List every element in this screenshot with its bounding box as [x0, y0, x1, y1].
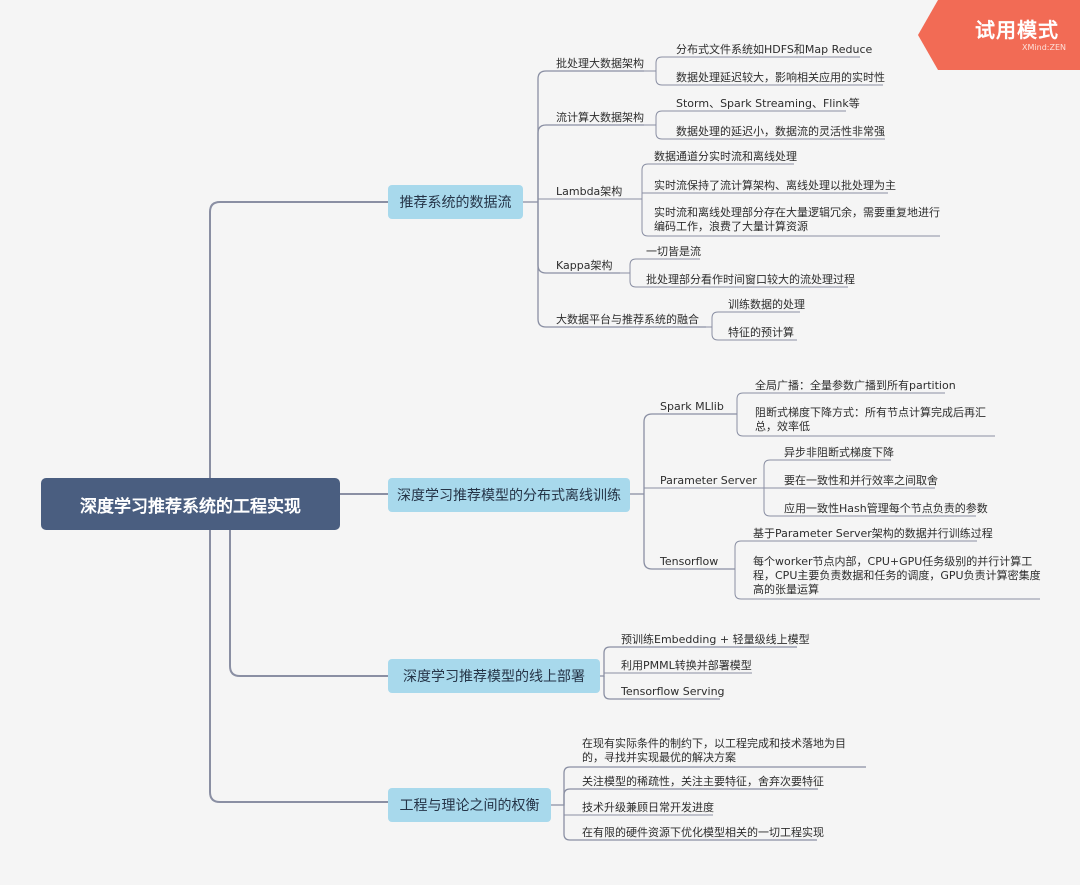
connector-leaf-async — [763, 459, 891, 488]
leaf-feature-precompute[interactable]: 特征的预计算 — [728, 326, 794, 339]
branch-online-deployment[interactable]: 深度学习推荐模型的线上部署 — [388, 659, 600, 693]
connector-leaf-hardware — [563, 805, 817, 841]
connector-sub-batch — [537, 70, 644, 202]
leaf-worker-cpu-gpu[interactable]: 每个worker节点内部，CPU+GPU任务级别的并行计算工程，CPU主要负责数… — [753, 555, 1041, 596]
connector-leaf-feature-precompute — [711, 327, 797, 341]
leaf-consistent-hash[interactable]: 应用一致性Hash管理每个节点负责的参数 — [784, 502, 988, 515]
subtopic-bigdata-fusion[interactable]: 大数据平台与推荐系统的融合 — [556, 313, 699, 326]
connector-leaf-sparsity — [563, 788, 818, 805]
connector-leaf-worker — [734, 569, 1040, 600]
leaf-model-sparsity[interactable]: 关注模型的稀疏性，关注主要特征，舍弃次要特征 — [582, 775, 824, 788]
subtopic-kappa-architecture[interactable]: Kappa架构 — [556, 259, 613, 272]
connector-leaf-hash — [763, 488, 976, 517]
leaf-consistency-tradeoff[interactable]: 要在一致性和并行效率之间取舍 — [784, 474, 938, 487]
subtopic-parameter-server[interactable]: Parameter Server — [660, 474, 757, 487]
connector-leaf-everything-stream — [620, 258, 700, 274]
connector-sub-stream — [537, 124, 644, 202]
subtopic-spark-mllib[interactable]: Spark MLlib — [660, 400, 724, 413]
leaf-everything-stream[interactable]: 一切皆是流 — [646, 245, 701, 258]
branch-data-flow[interactable]: 推荐系统的数据流 — [388, 185, 523, 219]
connector-sub-fusion — [537, 202, 706, 328]
leaf-blocking-gradient[interactable]: 阻断式梯度下降方式：所有节点计算完成后再汇总，效率低 — [755, 406, 986, 433]
leaf-tensorflow-serving[interactable]: Tensorflow Serving — [621, 685, 725, 698]
leaf-lambda-realtime[interactable]: 实时流保持了流计算架构、离线处理以批处理为主 — [654, 179, 896, 192]
branch-distributed-training[interactable]: 深度学习推荐模型的分布式离线训练 — [388, 478, 630, 512]
root-topic[interactable]: 深度学习推荐系统的工程实现 — [41, 478, 340, 530]
leaf-lambda-channels[interactable]: 数据通道分实时流和离线处理 — [654, 150, 797, 163]
leaf-async-gradient[interactable]: 异步非阻断式梯度下降 — [784, 446, 894, 459]
connector-sub-tensorflow — [643, 494, 735, 570]
subtopic-batch-architecture[interactable]: 批处理大数据架构 — [556, 57, 644, 70]
leaf-tech-upgrade[interactable]: 技术升级兼顾日常开发进度 — [582, 801, 714, 814]
connector-leaf-embedding — [600, 646, 797, 677]
leaf-kappa-window[interactable]: 批处理部分看作时间窗口较大的流处理过程 — [646, 273, 855, 286]
connector-root-tradeoff — [209, 478, 388, 803]
connector-leaf-broadcast — [736, 392, 945, 414]
connector-leaf-training-data — [706, 311, 800, 328]
leaf-pretrained-embedding[interactable]: 预训练Embedding + 轻量级线上模型 — [621, 633, 810, 646]
trial-mode-badge: 试用模式 XMind:ZEN — [918, 0, 1080, 70]
connector-leaf-blocking — [736, 414, 995, 437]
connector-leaf-hdfs — [644, 56, 860, 72]
leaf-lambda-redundancy[interactable]: 实时流和离线处理部分存在大量逻辑冗余，需要重复地进行编码工作，浪费了大量计算资源 — [654, 206, 940, 233]
branch-engineering-tradeoff[interactable]: 工程与理论之间的权衡 — [388, 788, 551, 822]
leaf-batch-latency[interactable]: 数据处理延迟较大，影响相关应用的实时性 — [676, 71, 885, 84]
connector-leaf-lambda-redundancy — [641, 199, 940, 237]
connector-sub-spark — [643, 413, 737, 494]
subtopic-stream-architecture[interactable]: 流计算大数据架构 — [556, 111, 644, 124]
leaf-training-data[interactable]: 训练数据的处理 — [728, 298, 805, 311]
connector-root-data-flow — [209, 201, 388, 478]
connector-leaf-stream-latency — [655, 125, 885, 140]
xmind-zen-label: XMind:ZEN — [1022, 43, 1066, 52]
connector-leaf-stream-engines — [644, 110, 846, 126]
connector-leaf-batch-latency — [655, 71, 883, 86]
leaf-stream-engines[interactable]: Storm、Spark Streaming、Flink等 — [676, 97, 860, 110]
connector-leaf-serving — [603, 676, 720, 700]
trial-mode-title: 试用模式 — [975, 18, 1059, 42]
connector-leaf-lambda-channels — [641, 163, 794, 199]
subtopic-lambda-architecture[interactable]: Lambda架构 — [556, 185, 623, 198]
leaf-pmml-deploy[interactable]: 利用PMML转换并部署模型 — [621, 659, 752, 672]
subtopic-tensorflow[interactable]: Tensorflow — [660, 555, 719, 568]
leaf-stream-latency[interactable]: 数据处理的延迟小，数据流的灵活性非常强 — [676, 125, 885, 138]
leaf-limited-hardware[interactable]: 在有限的硬件资源下优化模型相关的一切工程实现 — [582, 826, 824, 839]
leaf-ps-data-parallel[interactable]: 基于Parameter Server架构的数据并行训练过程 — [753, 527, 993, 540]
connector-leaf-ps-parallel — [734, 540, 977, 569]
leaf-hdfs-mapreduce[interactable]: 分布式文件系统如HDFS和Map Reduce — [676, 43, 873, 56]
leaf-optimal-solution[interactable]: 在现有实际条件的制约下，以工程完成和技术落地为目的，寻找并实现最优的解决方案 — [582, 737, 846, 764]
leaf-global-broadcast[interactable]: 全局广播：全量参数广播到所有partition — [755, 379, 956, 392]
connector-leaf-kappa-window — [629, 273, 848, 288]
connector-root-deployment — [229, 530, 388, 677]
connector-leaf-optimal — [551, 766, 866, 806]
